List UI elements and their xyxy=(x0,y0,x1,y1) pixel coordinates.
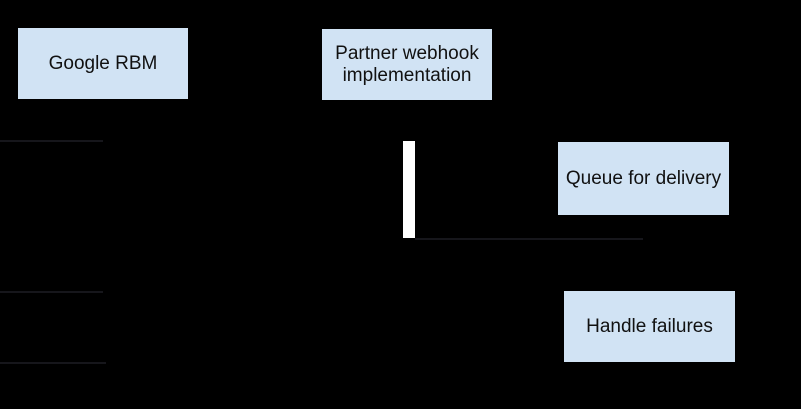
connector-line-to-google-rbm-1 xyxy=(0,140,103,142)
node-partner-webhook: Partner webhook implementation xyxy=(322,29,492,100)
node-handle-failures: Handle failures xyxy=(564,291,735,362)
node-google-rbm-label: Google RBM xyxy=(48,52,158,74)
connector-line-to-google-rbm-2 xyxy=(0,291,103,293)
node-google-rbm: Google RBM xyxy=(18,28,188,99)
node-queue-delivery-label: Queue for delivery xyxy=(565,167,722,189)
activation-bar xyxy=(403,141,415,238)
node-partner-webhook-label: Partner webhook implementation xyxy=(335,42,479,86)
node-queue-delivery: Queue for delivery xyxy=(558,142,729,215)
node-handle-failures-label: Handle failures xyxy=(586,315,713,337)
connector-line-to-google-rbm-3 xyxy=(0,362,106,364)
connector-line-to-queue xyxy=(415,238,643,240)
